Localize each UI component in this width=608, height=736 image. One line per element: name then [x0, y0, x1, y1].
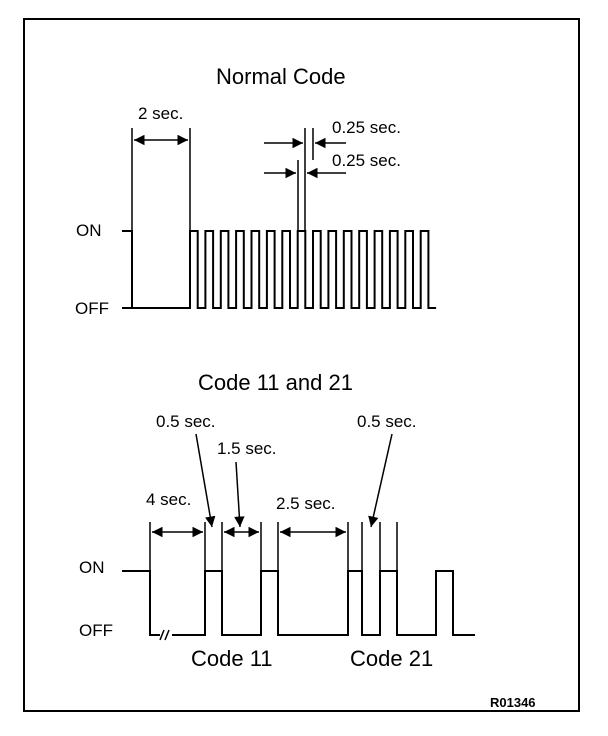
normal-off-label: OFF: [75, 299, 109, 318]
codes-1-5sec-label: 1.5 sec.: [217, 439, 277, 458]
codes-off-label: OFF: [79, 621, 113, 640]
normal-on-label: ON: [76, 221, 102, 240]
time-break-symbol: [159, 629, 170, 641]
figure-id: R01346: [490, 695, 536, 710]
code-21-label: Code 21: [350, 646, 434, 671]
codes-0-5sec-right-label: 0.5 sec.: [357, 412, 417, 431]
codes-0-5sec-leader-left: [195, 433, 216, 528]
normal-025-on-label: 0.25 sec.: [332, 118, 401, 137]
codes-1-5sec-leader: [234, 461, 245, 528]
diagram-frame: [23, 18, 580, 712]
normal-025-off-label: 0.25 sec.: [332, 151, 401, 170]
code-11-label: Code 11: [191, 646, 273, 671]
normal-code-title: Normal Code: [216, 64, 346, 89]
codes-waveform: [122, 570, 475, 636]
codes-title: Code 11 and 21: [198, 370, 353, 395]
codes-4sec-label: 4 sec.: [146, 490, 192, 509]
codes-0-5sec-leader-right: [368, 433, 393, 528]
codes-2-5sec-label: 2.5 sec.: [276, 494, 336, 513]
normal-code-waveform: [122, 230, 437, 309]
codes-on-label: ON: [79, 558, 105, 577]
codes-0-5sec-left-label: 0.5 sec.: [156, 412, 216, 431]
normal-2sec-label: 2 sec.: [138, 104, 184, 123]
